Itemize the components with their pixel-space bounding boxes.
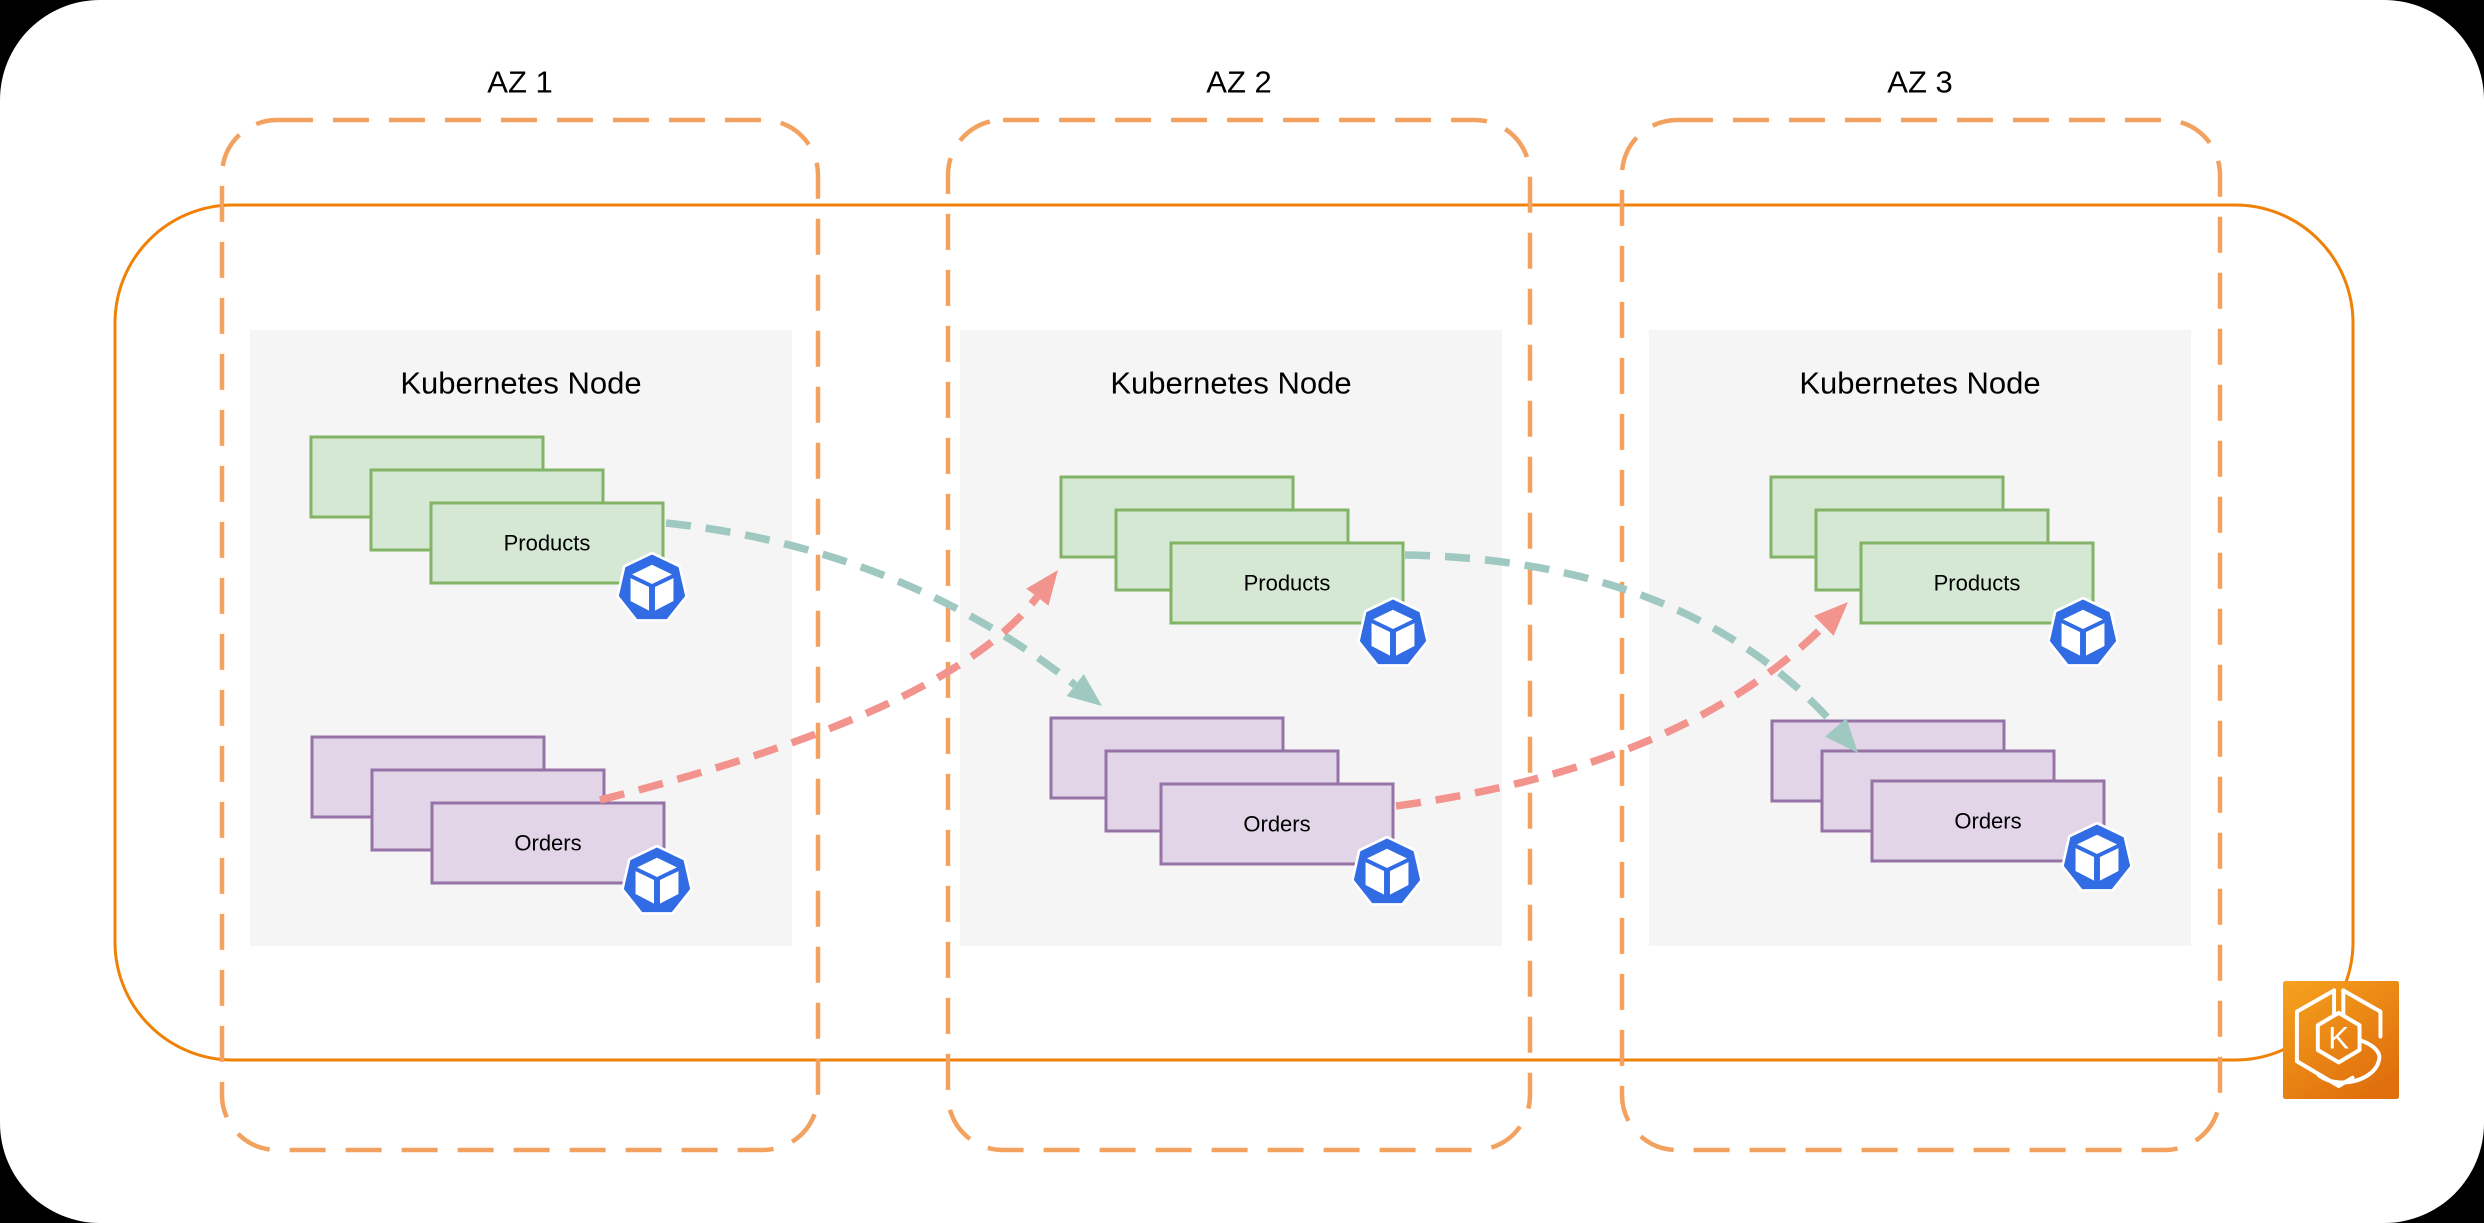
node1-orders-label: Orders: [514, 831, 581, 856]
arrow-az2-orders-to-az3-products: [1395, 623, 1827, 810]
eks-swoosh: [2316, 1037, 2382, 1085]
node3-orders-label: Orders: [1954, 809, 2021, 834]
az1-border: [219, 117, 821, 1153]
node3-orders-stack: Orders: [1770, 719, 2106, 863]
arrow-az1-orders-to-az2-products: [599, 594, 1040, 804]
az2-border: [945, 117, 1533, 1153]
kubernetes-pod-icon: [619, 554, 685, 619]
node3-products-stack: Products: [1769, 475, 2095, 625]
node3-title: Kubernetes Node: [1799, 366, 2040, 401]
arrow-az1-products-to-az2-orders: [665, 519, 1078, 688]
pod-replica: [1859, 541, 2095, 625]
arrowhead-az3-products: [1814, 602, 1848, 636]
node2-orders-label: Orders: [1243, 812, 1310, 837]
eks-cluster-boundary: [113, 203, 2355, 1062]
availability-zone-1: AZ 1: [219, 65, 821, 1153]
eks-letter: K: [2328, 1019, 2349, 1055]
pod-replica: [430, 801, 666, 885]
az2-label: AZ 2: [1206, 65, 1271, 100]
kubernetes-node-2: Kubernetes Node Products Orders: [960, 330, 1502, 946]
az1-label: AZ 1: [487, 65, 552, 100]
node2-products-stack: Products: [1059, 475, 1405, 625]
eks-cluster-icon: K: [2283, 981, 2399, 1099]
node2-orders-stack: Orders: [1049, 716, 1395, 866]
pod-replica: [1870, 779, 2106, 863]
node1-orders-stack: Orders: [310, 735, 666, 885]
eks-fold-lines: [2332, 988, 2346, 1018]
az3-border: [1619, 117, 2223, 1153]
pod-replica: [1159, 782, 1395, 866]
node2-title: Kubernetes Node: [1110, 366, 1351, 401]
cross-az-connections: [599, 519, 1858, 810]
kubernetes-pod-icon: [1354, 838, 1420, 903]
arrowhead-az2-orders: [1066, 674, 1102, 706]
az3-label: AZ 3: [1887, 65, 1952, 100]
kubernetes-node-3: Kubernetes Node Products Orders: [1649, 330, 2191, 946]
availability-zone-3: AZ 3: [1619, 65, 2223, 1153]
node3-products-label: Products: [1934, 571, 2021, 596]
kubernetes-pod-icon: [2064, 824, 2130, 889]
arrowhead-az3-orders: [1825, 718, 1858, 753]
kubernetes-node-1: Kubernetes Node Products Orders: [250, 330, 792, 946]
eks-hexagon-right: [2341, 988, 2383, 1039]
pod-replica: [1169, 541, 1405, 625]
node2-products-label: Products: [1244, 571, 1331, 596]
kubernetes-pod-icon: [1360, 599, 1426, 664]
kubernetes-pod-icon: [2050, 599, 2116, 664]
eks-inner-hexagon: [2315, 1010, 2362, 1065]
node1-title: Kubernetes Node: [400, 366, 641, 401]
kubernetes-pod-icon: [624, 847, 690, 912]
arrowhead-az2-products: [1026, 570, 1058, 606]
arrow-az2-products-to-az3-orders: [1404, 551, 1839, 730]
node1-products-label: Products: [504, 531, 591, 556]
availability-zone-2: AZ 2: [945, 65, 1533, 1153]
